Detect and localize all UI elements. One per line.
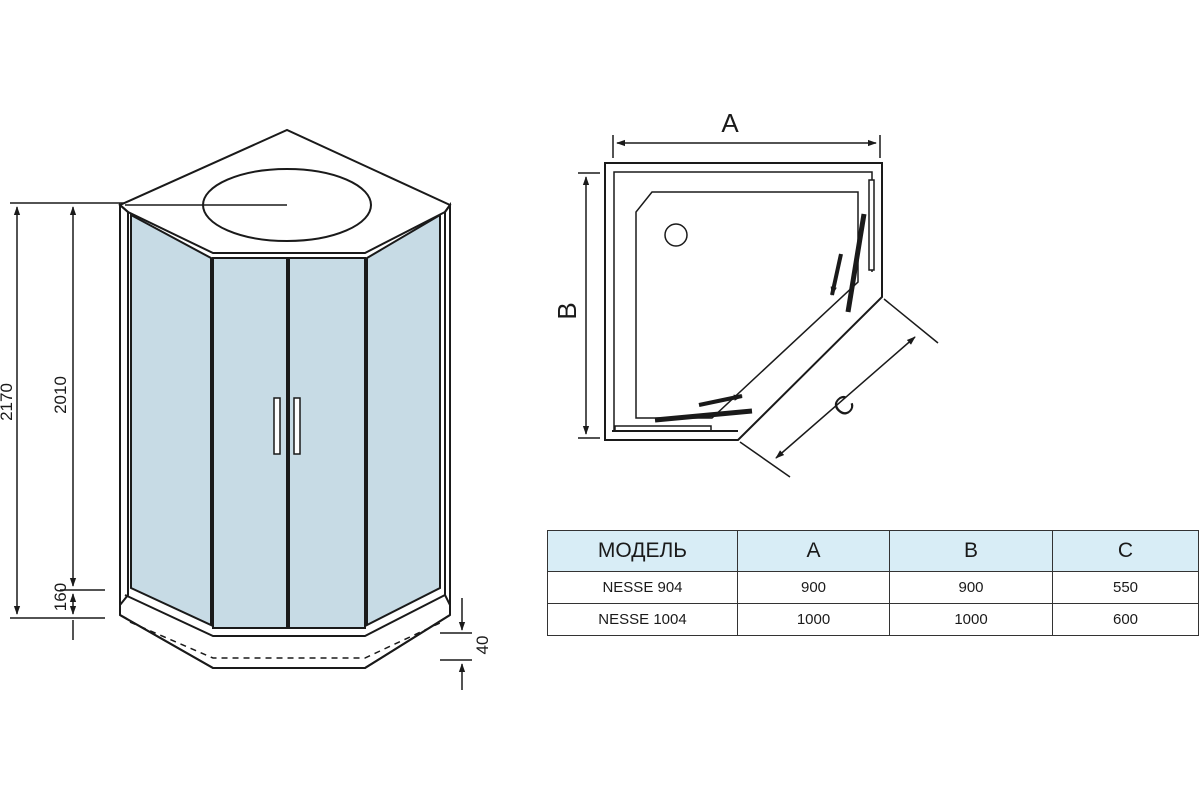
- front-dimension-lines: [10, 202, 472, 690]
- left-door-handle: [273, 397, 281, 455]
- header-c: C: [1052, 530, 1199, 572]
- total-height-label: 2170: [0, 383, 16, 421]
- row-b: 900: [889, 571, 1053, 604]
- cabin-height-label: 2010: [51, 376, 70, 414]
- tray-bottom-edge: [119, 614, 451, 669]
- plan-label-c: C: [826, 388, 860, 422]
- center-left-door: [212, 257, 288, 629]
- plan-tray: [635, 191, 859, 419]
- plan-label-a: A: [721, 108, 739, 138]
- row-c: 550: [1052, 571, 1199, 604]
- row-a: 1000: [737, 603, 890, 636]
- tray-step-label: 40: [473, 636, 492, 655]
- bottom-sliding-door: [654, 408, 753, 423]
- header-model: МОДЕЛЬ: [547, 530, 738, 572]
- center-right-door: [288, 257, 366, 629]
- door-direction-arrow-right: [830, 253, 843, 296]
- left-glass-panel: [130, 213, 212, 627]
- right-door-handle: [293, 397, 301, 455]
- plan-dimension-lines: [578, 135, 939, 478]
- front-view: [118, 128, 452, 669]
- header-a: A: [737, 530, 890, 572]
- plan-view: [604, 162, 883, 441]
- drain-icon: [664, 223, 688, 247]
- row-c: 600: [1052, 603, 1199, 636]
- header-b: B: [889, 530, 1053, 572]
- right-glass-panel: [366, 213, 441, 627]
- table-row: NESSE 1004 1000 1000 600: [547, 603, 1199, 636]
- door-direction-arrow-bottom: [698, 394, 743, 407]
- row-b: 1000: [889, 603, 1053, 636]
- spec-table: МОДЕЛЬ A B C NESSE 904 900 900 550 NESSE…: [547, 530, 1199, 636]
- row-model: NESSE 904: [547, 571, 738, 604]
- plan-label-b: B: [552, 302, 582, 319]
- row-a: 900: [737, 571, 890, 604]
- row-model: NESSE 1004: [547, 603, 738, 636]
- table-row: NESSE 904 900 900 550: [547, 571, 1199, 604]
- tray-top-edge: [124, 594, 446, 637]
- right-sliding-door: [845, 213, 867, 313]
- spec-table-header-row: МОДЕЛЬ A B C: [547, 530, 1199, 572]
- tray-dashed-line: [129, 621, 443, 659]
- tray-height-label: 160: [51, 583, 70, 611]
